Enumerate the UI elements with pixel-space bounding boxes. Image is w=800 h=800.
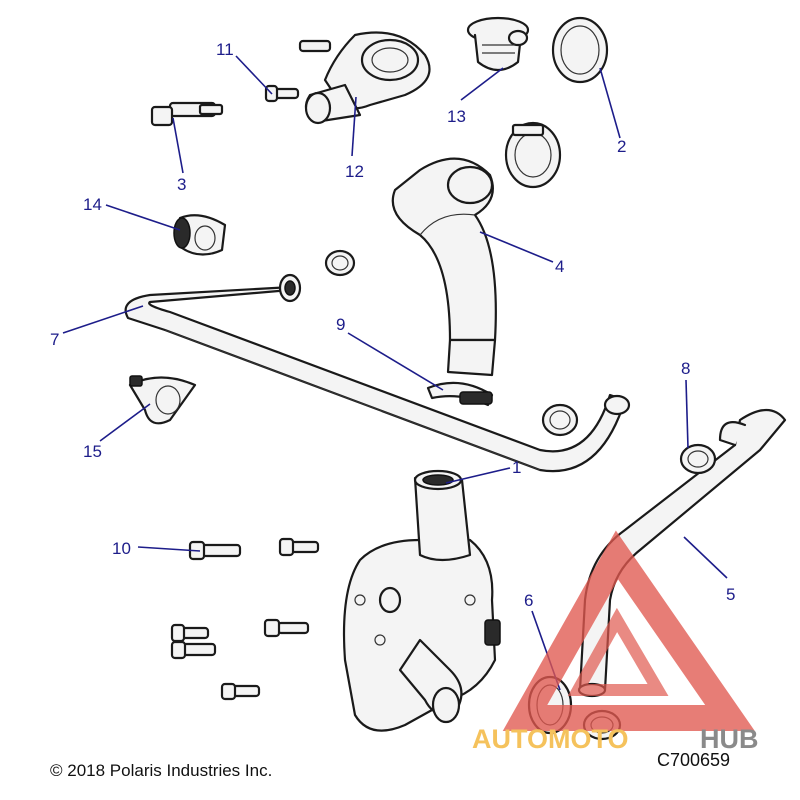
callout-12: 12 [345,162,364,181]
bracket-15 [128,375,197,425]
leader-11 [235,55,273,95]
leader-10 [137,546,201,552]
callout-3: 3 [177,175,186,194]
bolts-10 [170,537,320,701]
copyright-text: © 2018 Polaris Industries Inc. [50,761,272,780]
leader-2 [599,67,621,139]
leader-7 [62,305,144,334]
leader-1 [445,467,511,484]
clamp-8 [679,443,717,475]
leader-12 [351,96,357,157]
sensor-3 [150,101,224,127]
callout-15: 15 [83,442,102,461]
clamp-4-top [504,121,562,189]
leader-14 [105,204,181,231]
seal-2 [551,16,609,84]
callout-2: 2 [617,137,626,156]
clamp-9 [426,381,494,407]
callout-7: 7 [50,330,59,349]
leader-8 [685,379,689,449]
watermark-text-2: HUB [700,724,759,754]
leader-3 [172,117,184,174]
hose-7 [124,273,631,473]
clamp-small-top [324,249,356,277]
water-pump-1 [342,469,501,732]
drawing-code: C700659 [657,750,730,770]
watermark-text-1: AUTOMOTO [472,724,629,754]
hose-4 [391,157,497,377]
leader-9 [347,332,444,391]
thermostat-housing-12 [298,31,431,125]
callout-1: 1 [512,458,521,477]
grommet-14 [173,214,227,256]
leader-5 [683,536,728,579]
callout-8: 8 [681,359,690,378]
callout-4: 4 [555,257,564,276]
thermostat-13 [466,16,530,72]
callout-5: 5 [726,585,735,604]
callout-10: 10 [112,539,131,558]
callout-13: 13 [447,107,466,126]
leader-4 [479,231,554,263]
callout-11: 11 [216,40,234,59]
callout-9: 9 [336,315,345,334]
leader-15 [99,403,151,442]
callout-6: 6 [524,591,533,610]
leader-13 [460,67,504,101]
callout-numbers: 1 2 3 4 5 6 7 8 9 10 11 12 13 14 15 [50,40,735,610]
callout-14: 14 [83,195,102,214]
clamp-mid [541,403,579,437]
watermark-logo: AUTOMOTO HUB [472,530,759,754]
